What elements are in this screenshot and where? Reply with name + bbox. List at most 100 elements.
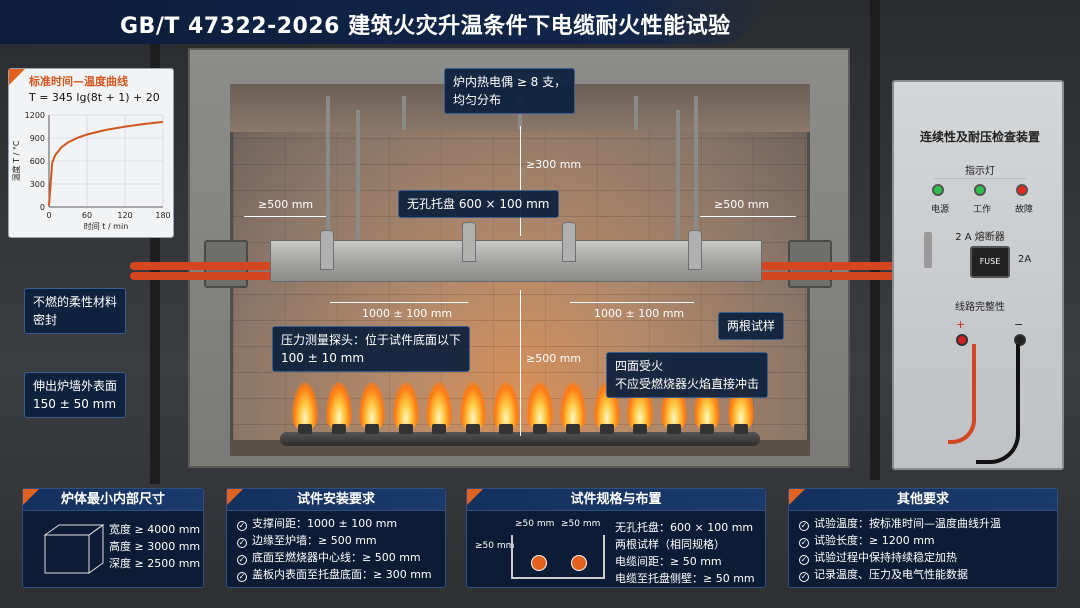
lamps-title: 指示灯 — [965, 166, 995, 177]
y-tick-label: 600 — [30, 157, 45, 166]
panel-furnace-size: 炉体最小内部尺寸 宽度 ≥ 4000 mm 高度 ≥ 3000 mm 深度 ≥ … — [22, 488, 204, 588]
burner-flame — [292, 382, 318, 430]
spec-diagram: ≥50 mm ≥50 mm ≥50 mm — [475, 517, 609, 583]
y-tick-label: 900 — [30, 134, 45, 143]
thermocouple-1 — [402, 96, 406, 130]
background-pipe-right — [870, 0, 880, 480]
cable-right-1 — [760, 262, 910, 270]
dim-left-gap: ≥500 mm — [258, 198, 314, 211]
probe-note: 压力测量探头：位于试件底面以下 100 ± 10 mm — [272, 326, 471, 372]
panel-install: 试件安装要求 ✓支撑间距：1000 ± 100 mm ✓边缘至炉墙：≥ 500 … — [226, 488, 446, 588]
other-item: ✓记录温度、压力及电气性能数据 — [799, 568, 968, 582]
dim-top-gap: ≥300 mm — [526, 158, 582, 171]
install-item: ✓底面至燃烧器中心线：≥ 500 mm — [237, 551, 421, 565]
dim-span-right: 1000 ± 100 mm — [594, 307, 685, 320]
fuse-rating: 2A — [1018, 254, 1032, 265]
cable-left-2 — [130, 272, 280, 280]
burner-nozzle — [331, 424, 346, 434]
integrity-title: 线路完整性 — [955, 302, 1005, 313]
thermocouple-note: 炉内热电偶 ≥ 8 支， 均匀分布 — [444, 68, 576, 114]
panel-title: 炉体最小内部尺寸 — [23, 489, 203, 511]
cable-right-2 — [760, 272, 910, 280]
cabinet-title: 连续性及耐压检查装置 — [919, 130, 1040, 144]
install-list: ✓支撑间距：1000 ± 100 mm ✓边缘至炉墙：≥ 500 mm ✓底面至… — [227, 511, 445, 587]
hanger-rod-4 — [694, 96, 698, 260]
spec-item: 无孔托盘：600 × 100 mm — [615, 521, 754, 534]
y-tick-label: 300 — [30, 180, 45, 189]
page-title: GB/T 47322-2026 建筑火灾升温条件下电缆耐火性能试验 — [120, 14, 731, 39]
cabinet-handle[interactable] — [924, 232, 932, 268]
dim-line-right — [700, 216, 796, 217]
spec-gap-3: ≥50 mm — [475, 541, 515, 551]
lead-black — [976, 344, 1020, 464]
curve-formula: T = 345 lg(8t + 1) + 20 — [29, 91, 160, 104]
terminal-negative[interactable] — [1014, 334, 1026, 346]
support-clamp-1 — [320, 230, 334, 270]
other-item: ✓试验长度：≥ 1200 mm — [799, 534, 935, 548]
burner-nozzle — [666, 424, 681, 434]
burner-flame — [560, 382, 586, 430]
cable-section-2 — [571, 555, 587, 571]
seal-note: 不燃的柔性材料 密封 — [24, 288, 127, 334]
dim-right-gap: ≥500 mm — [714, 198, 770, 211]
fuse-title: 2 A 熔断器 — [955, 232, 1005, 243]
spec-gap-1: ≥50 mm — [515, 519, 555, 529]
burner-nozzle — [398, 424, 413, 434]
panel-title: 试件安装要求 — [227, 489, 445, 511]
panel-title: 其他要求 — [789, 489, 1057, 511]
burner-flame — [526, 382, 553, 430]
support-clamp-3 — [562, 222, 576, 262]
lamp-label: 电源 — [930, 205, 949, 215]
dim-span-left: 1000 ± 100 mm — [362, 307, 453, 320]
burner-nozzle — [633, 424, 647, 434]
box-icon — [43, 524, 105, 574]
x-axis-label: 时间 t / min — [84, 221, 129, 231]
burner-flame — [493, 382, 519, 430]
check-icon: ✓ — [799, 572, 809, 582]
dim-line-left — [244, 216, 326, 217]
other-item: ✓试验温度：按标准时间—温度曲线升温 — [799, 517, 1001, 531]
spec-gap-2: ≥50 mm — [561, 519, 601, 529]
x-tick-label: 120 — [117, 211, 132, 220]
burner-flame — [459, 382, 486, 430]
burner-nozzle — [700, 424, 714, 434]
indicator-lamp — [932, 184, 944, 196]
cable-left-1 — [130, 262, 280, 270]
size-height: 高度 ≥ 3000 mm — [109, 540, 201, 553]
cable-section-1 — [531, 555, 547, 571]
burner-nozzle — [599, 424, 614, 434]
size-width: 宽度 ≥ 4000 mm — [109, 523, 201, 536]
x-tick-label: 180 — [155, 211, 170, 220]
minus-label: − — [1014, 318, 1024, 331]
check-icon: ✓ — [237, 521, 247, 531]
size-depth: 深度 ≥ 2500 mm — [109, 557, 201, 570]
burner-nozzle — [365, 424, 379, 434]
burner-nozzle — [499, 424, 513, 434]
lamps-divider — [934, 178, 1026, 179]
burner-nozzle — [298, 424, 312, 434]
check-icon: ✓ — [799, 538, 809, 548]
fuse-holder[interactable]: FUSE — [970, 246, 1010, 278]
other-item: ✓试验过程中保持持续稳定加热 — [799, 551, 957, 565]
burner-nozzle — [733, 424, 748, 434]
title-bar — [0, 0, 780, 44]
dim-burner-gap: ≥500 mm — [526, 352, 582, 365]
spec-item: 两根试样（相同规格） — [615, 538, 725, 551]
spec-item: 电缆间距：≥ 50 mm — [615, 555, 722, 568]
panel-spec: 试件规格与布置 ≥50 mm ≥50 mm ≥50 mm 无孔托盘：600 × … — [466, 488, 766, 588]
burner-nozzle — [465, 424, 480, 434]
tray-section — [511, 535, 605, 579]
check-icon: ✓ — [799, 521, 809, 531]
dim-line-span-right — [570, 302, 694, 303]
lead-red — [948, 344, 976, 444]
burner-flame — [325, 382, 352, 430]
x-tick-label: 60 — [82, 211, 92, 220]
hanger-rod-1 — [326, 96, 330, 260]
burner-flame — [392, 382, 419, 430]
install-item: ✓支撑间距：1000 ± 100 mm — [237, 517, 398, 531]
burner-nozzle — [432, 424, 446, 434]
lamp-label: 工作 — [972, 205, 991, 215]
plus-label: + — [956, 318, 966, 331]
specimens-note: 两根试样 — [718, 312, 785, 340]
